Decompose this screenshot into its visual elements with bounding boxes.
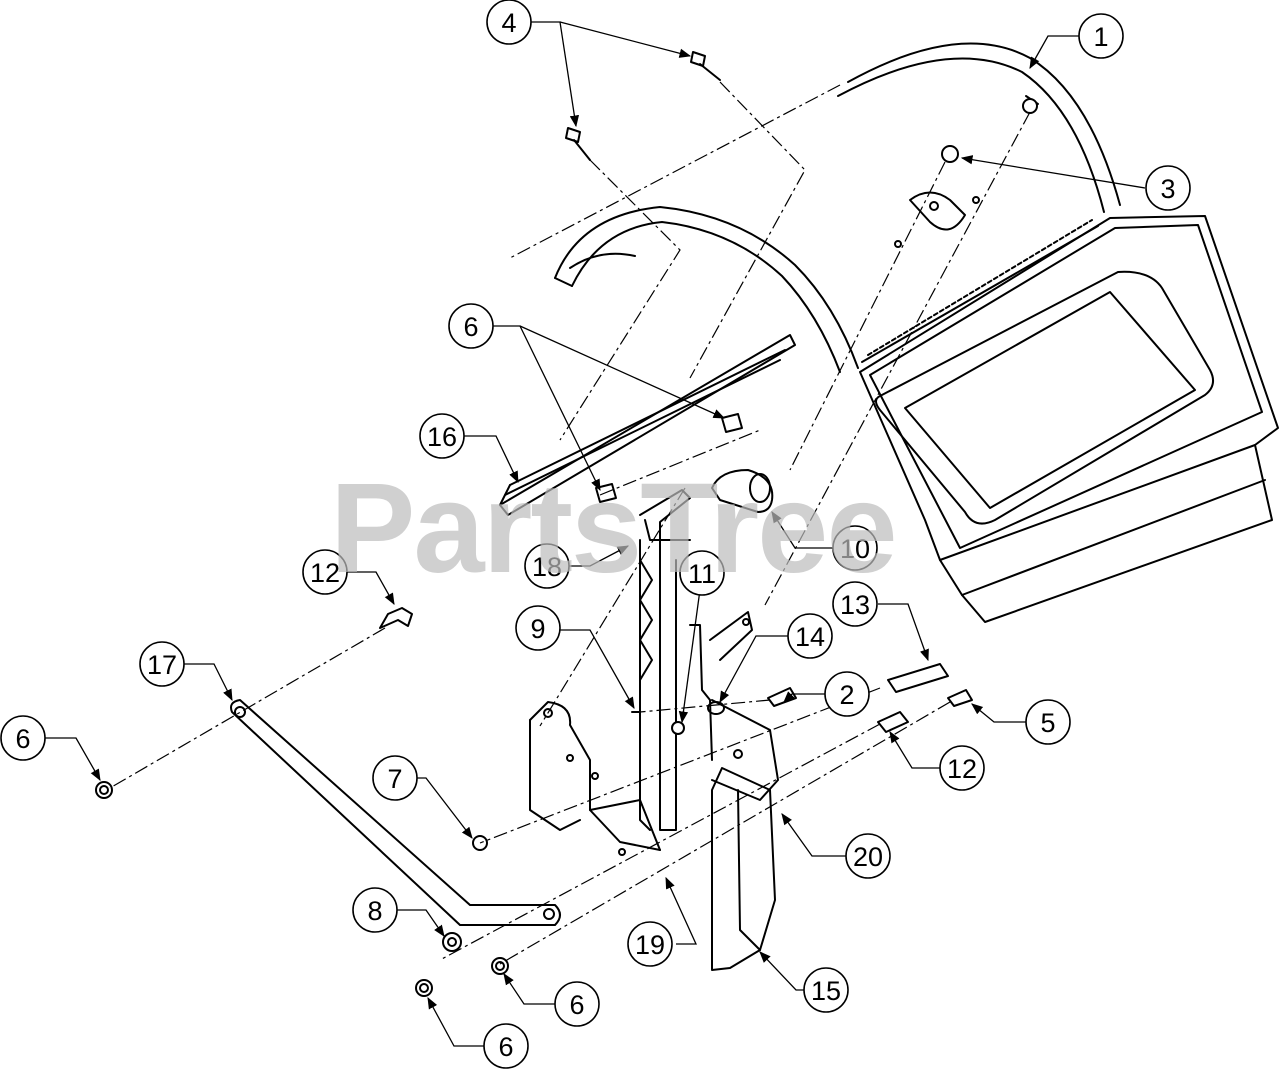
front-fender [554,206,859,373]
callout-7-label: 7 [387,764,402,794]
callout-3: 3 [1145,165,1191,211]
callout-16-label: 16 [427,422,457,452]
nut-6-upper-left [595,483,617,503]
callout-12-upper-label: 12 [310,558,340,588]
callout-18: 18 [524,543,570,589]
callout-13-label: 13 [840,590,870,620]
nut-6-upper-right [721,413,743,433]
nut-6-left [95,781,113,799]
callout-19: 19 [627,921,673,967]
deflector-strip [499,334,796,516]
callout-12-lower: 12 [939,745,985,791]
callout-1-label: 1 [1093,22,1108,52]
callout-9-label: 9 [530,614,545,644]
callout-4: 4 [486,0,532,45]
bushing-14 [707,701,725,715]
callout-12-lower-label: 12 [947,754,977,784]
callout-2-label: 2 [839,680,854,710]
callout-14: 14 [787,613,833,659]
bolt-13 [887,663,949,693]
nut-8 [442,932,462,952]
callout-7: 7 [372,755,418,801]
callout-8-label: 8 [367,896,382,926]
callout-4-label: 4 [501,8,516,38]
callout-19-label: 19 [635,930,665,960]
callout-6-bottom-mid: 6 [554,981,600,1027]
knob-3 [941,145,959,163]
shield-15 [711,767,776,971]
nut-6-bottom-mid [491,957,509,975]
callout-1: 1 [1078,13,1124,59]
callout-15: 15 [803,967,849,1013]
callout-10: 10 [832,525,878,571]
callout-5-label: 5 [1040,708,1055,738]
bolt-12-upper [379,607,413,629]
callout-6-bottom-left-label: 6 [498,1032,513,1062]
callout-16: 16 [419,413,465,459]
callout-17-label: 17 [147,650,177,680]
callout-2: 2 [824,671,870,717]
callout-9: 9 [515,605,561,651]
callout-11: 11 [679,550,725,596]
callout-15-label: 15 [811,976,841,1006]
screw-2 [767,687,797,707]
link-rod [230,699,561,926]
callout-3-label: 3 [1160,174,1175,204]
callout-6-upper-label: 6 [463,312,478,342]
handle-grip [711,469,774,513]
callout-8: 8 [352,887,398,933]
callout-6-bottom-left: 6 [483,1023,529,1069]
callout-6-bottom-mid-label: 6 [569,990,584,1020]
callout-6-left-label: 6 [15,724,30,754]
nut-6-bottom-left [415,979,433,997]
fender-panel [859,191,1279,623]
callout-17: 17 [139,641,185,687]
nut-11 [671,721,685,735]
screw-4b [690,51,721,81]
callout-11-label: 11 [688,559,716,589]
bracket-right [689,611,779,801]
callout-14-label: 14 [795,622,825,652]
bracket-left [529,701,661,856]
screw-5 [947,689,973,707]
lift-lever [639,489,691,831]
callout-6-left: 6 [0,715,46,761]
screw-4a [565,127,591,161]
callout-20: 20 [845,833,891,879]
callout-10-label: 10 [840,534,870,564]
callout-5: 5 [1025,699,1071,745]
callout-6-upper: 6 [448,303,494,349]
bolt-12-lower [877,711,909,733]
callout-13: 13 [832,581,878,627]
callout-12-upper: 12 [302,549,348,595]
callout-20-label: 20 [853,842,883,872]
rear-fender [837,42,1121,213]
callout-18-label: 18 [532,552,562,582]
